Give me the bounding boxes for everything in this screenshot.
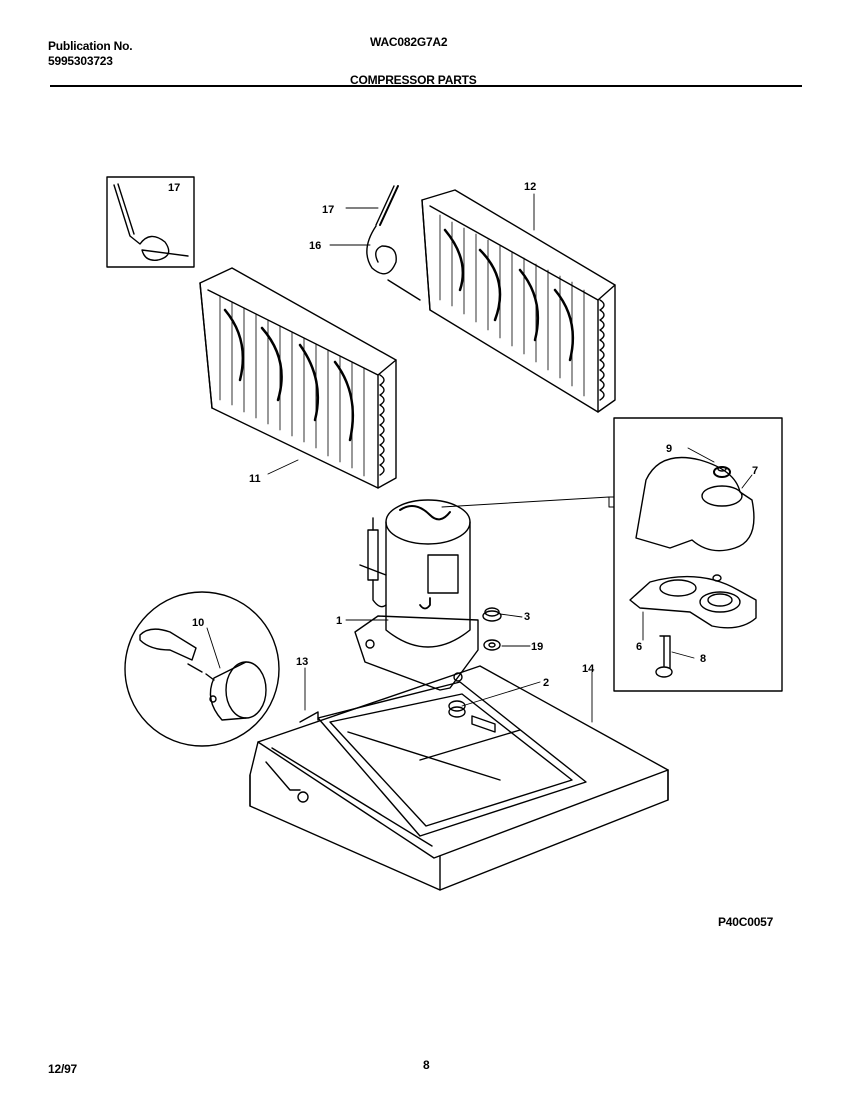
publication-label: Publication No. xyxy=(48,39,133,53)
terminal-cover-detail xyxy=(613,417,783,692)
callout-17: 17 xyxy=(322,204,334,216)
callout-16: 16 xyxy=(309,240,321,252)
callout-10: 10 xyxy=(192,617,204,629)
footer-date: 12/97 xyxy=(48,1062,78,1076)
leader-lines xyxy=(206,193,753,723)
grommet-and-washer xyxy=(482,607,502,651)
callout-6: 6 xyxy=(636,641,642,653)
callout-3: 3 xyxy=(524,611,530,623)
header-rule xyxy=(50,85,802,87)
callout-19: 19 xyxy=(531,641,543,653)
callout-2: 2 xyxy=(543,677,549,689)
base-pan xyxy=(249,665,669,891)
page-number: 8 xyxy=(423,1058,430,1072)
section-title: COMPRESSOR PARTS xyxy=(350,73,477,87)
callout-14: 14 xyxy=(582,663,595,675)
callout-17-inset: 17 xyxy=(168,182,180,194)
callout-1: 1 xyxy=(336,615,342,627)
callout-11: 11 xyxy=(249,473,261,485)
publication-number: 5995303723 xyxy=(48,54,113,68)
callout-13: 13 xyxy=(296,656,308,668)
overload-protector-detail xyxy=(124,591,280,747)
compressor xyxy=(354,499,479,691)
capillary-tube-inset xyxy=(106,176,195,268)
evaporator-coil xyxy=(199,267,397,489)
callout-12: 12 xyxy=(524,181,536,193)
model-number: WAC082G7A2 xyxy=(370,35,448,49)
callout-9: 9 xyxy=(666,443,672,455)
drawing-code: P40C0057 xyxy=(718,915,774,929)
callout-8: 8 xyxy=(700,653,706,665)
callout-7: 7 xyxy=(752,465,758,477)
capillary-strainer xyxy=(366,185,421,301)
condenser-coil xyxy=(421,189,616,413)
